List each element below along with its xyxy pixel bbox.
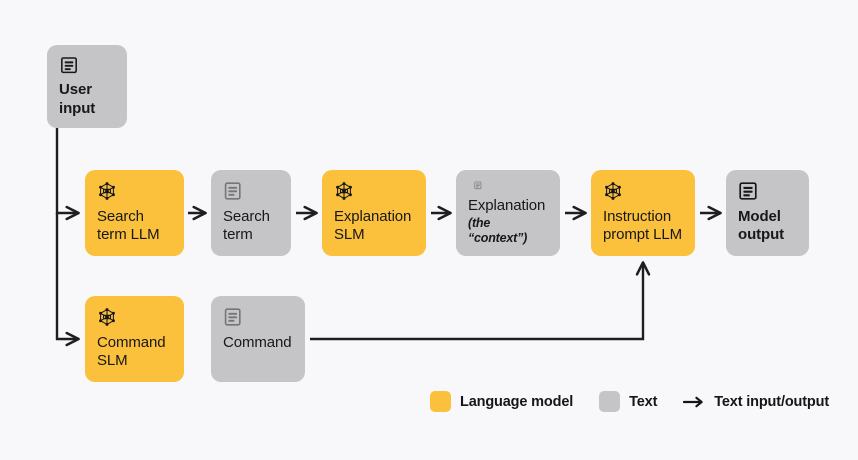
- legend-label: Text input/output: [714, 393, 830, 410]
- node-label-line2: term: [223, 226, 253, 244]
- document-icon: [739, 182, 757, 200]
- node-label: Instruction: [603, 208, 672, 225]
- node-explanation[interactable]: Explanation (the “context”): [456, 170, 560, 256]
- node-label: Search: [223, 208, 270, 225]
- node-label: Explanation: [468, 196, 546, 214]
- document-icon: [474, 181, 482, 190]
- legend-swatch-language-model: [430, 391, 451, 412]
- node-label-line2: prompt LLM: [603, 226, 683, 244]
- node-label: Explanation: [334, 208, 412, 225]
- node-label: Command: [223, 334, 292, 351]
- node-label: Model: [738, 208, 781, 225]
- neural-network-icon: [336, 182, 352, 200]
- document-icon: [224, 308, 241, 326]
- node-label-line2: SLM: [334, 226, 365, 244]
- document-icon: [61, 57, 77, 74]
- document-icon: [224, 182, 241, 200]
- node-command-slm[interactable]: Command SLM: [85, 296, 184, 382]
- legend-item-language-model: Language model: [430, 391, 573, 412]
- legend-item-text-input-output: Text input/output: [683, 394, 829, 410]
- node-search-term[interactable]: Search term: [211, 170, 291, 256]
- neural-network-icon: [99, 182, 115, 200]
- node-command[interactable]: Command: [211, 296, 305, 382]
- node-label: Command: [97, 334, 166, 351]
- node-label-line2: term LLM: [97, 226, 160, 244]
- node-label-line2: output: [738, 226, 785, 244]
- legend-item-text: Text: [599, 391, 657, 412]
- legend-label: Language model: [460, 393, 574, 410]
- node-user-input[interactable]: User input: [47, 45, 127, 128]
- legend-swatch-text: [599, 391, 621, 412]
- node-label-line2: input: [59, 99, 96, 117]
- neural-network-icon: [605, 182, 621, 200]
- node-label: Search: [97, 208, 144, 225]
- node-sublabel: (the “context”): [468, 216, 528, 245]
- node-search-term-llm[interactable]: Search term LLM: [85, 170, 184, 256]
- legend-label: Text: [629, 393, 658, 410]
- edge-user-input-to-command-slm: [55, 213, 80, 347]
- node-instruction-prompt-llm[interactable]: Instruction prompt LLM: [591, 170, 695, 256]
- node-explanation-slm[interactable]: Explanation SLM: [322, 170, 426, 256]
- legend: Language model Text Text input/output: [430, 391, 829, 412]
- node-label: User: [59, 81, 92, 99]
- edge-user-input-to-search-term-llm: [55, 128, 80, 221]
- neural-network-icon: [99, 308, 115, 326]
- node-model-output[interactable]: Model output: [726, 170, 809, 256]
- arrow-right-icon: [683, 396, 703, 407]
- node-label-line2: SLM: [97, 352, 128, 370]
- edge-command-to-instruction-prompt-llm: [310, 261, 651, 341]
